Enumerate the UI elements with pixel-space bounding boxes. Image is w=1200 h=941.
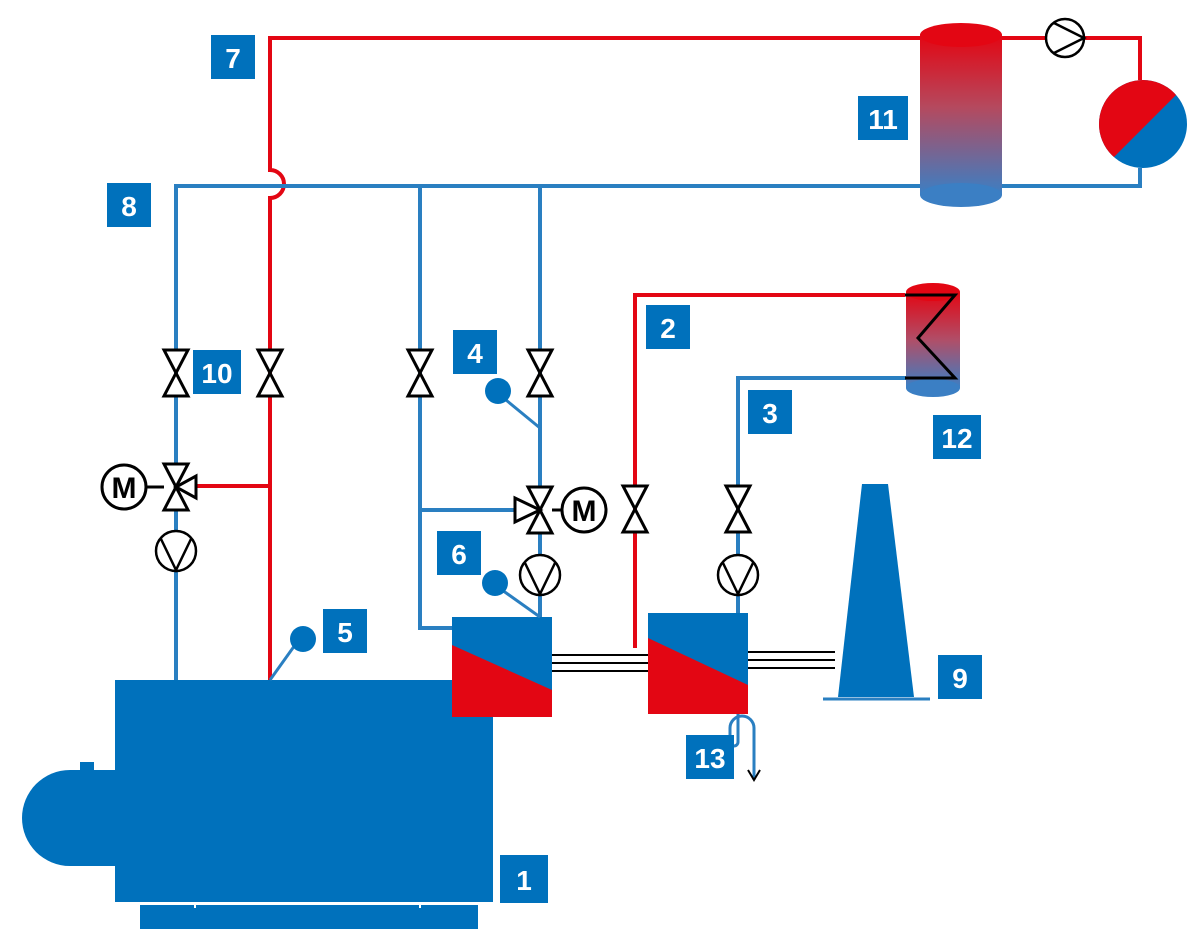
label-5: 5 [323,609,367,653]
pump-icon [518,553,562,597]
motor-valve-icon: M [513,485,608,535]
valve-icon [525,348,555,398]
svg-text:11: 11 [868,104,898,135]
valve-icon [255,348,285,398]
hot-water-tank [905,283,960,397]
label-11: 11 [858,96,908,140]
flue-gas-duct [552,651,835,672]
svg-text:13: 13 [694,743,725,774]
motor-valve-icon: M [100,462,198,512]
supply-pipe-consumer [1002,36,1142,80]
svg-text:10: 10 [201,358,232,389]
valve-icon [620,484,650,534]
supply-pipe-main [268,36,920,680]
valve-icon [161,348,191,398]
svg-text:9: 9 [952,663,968,694]
svg-text:4: 4 [467,338,483,369]
label-3: 3 [748,390,792,434]
svg-text:6: 6 [451,539,467,570]
return-pipe-consumer [1002,168,1142,188]
svg-text:12: 12 [941,423,972,454]
pump-icon [716,553,760,597]
heat-exchanger-1 [452,617,552,717]
boiler-body [115,680,493,902]
heat-exchanger-2 [648,613,748,714]
motor-label: M [112,472,137,505]
burner-icon [22,770,118,866]
svg-text:1: 1 [516,865,532,896]
label-13: 13 [686,735,734,779]
label-9: 9 [938,655,982,699]
svg-text:3: 3 [762,398,778,429]
motor-label: M [572,495,597,528]
boiler [22,680,493,929]
bypass-pipe-left [418,186,452,630]
label-10: 10 [193,350,241,394]
sensor-icon [485,378,541,430]
sensor-icon [268,626,316,681]
svg-text:7: 7 [225,43,241,74]
svg-text:8: 8 [121,191,137,222]
return-pipes [174,168,1142,680]
return-pipe-hx2 [736,376,958,617]
valve-icon [723,484,753,534]
boiler-base [140,905,478,929]
pump-icon [1044,17,1087,59]
svg-text:2: 2 [660,313,676,344]
heat-consumer-icon [1099,80,1187,168]
valve-icon [405,348,435,398]
buffer-tank [920,23,1002,207]
label-7: 7 [211,35,255,79]
label-4: 4 [453,330,497,374]
return-pipe-main [174,184,920,680]
label-2: 2 [646,305,690,349]
label-6: 6 [437,531,481,575]
heating-coil-icon [905,293,959,380]
burner-stub [80,762,94,774]
pump-icon [154,529,198,573]
chimney-icon [823,484,930,701]
siphon-icon [728,714,761,782]
svg-text:5: 5 [337,617,353,648]
label-8: 8 [107,183,151,227]
label-12: 12 [933,415,981,459]
label-1: 1 [500,855,548,903]
sensor-icon [482,570,541,619]
